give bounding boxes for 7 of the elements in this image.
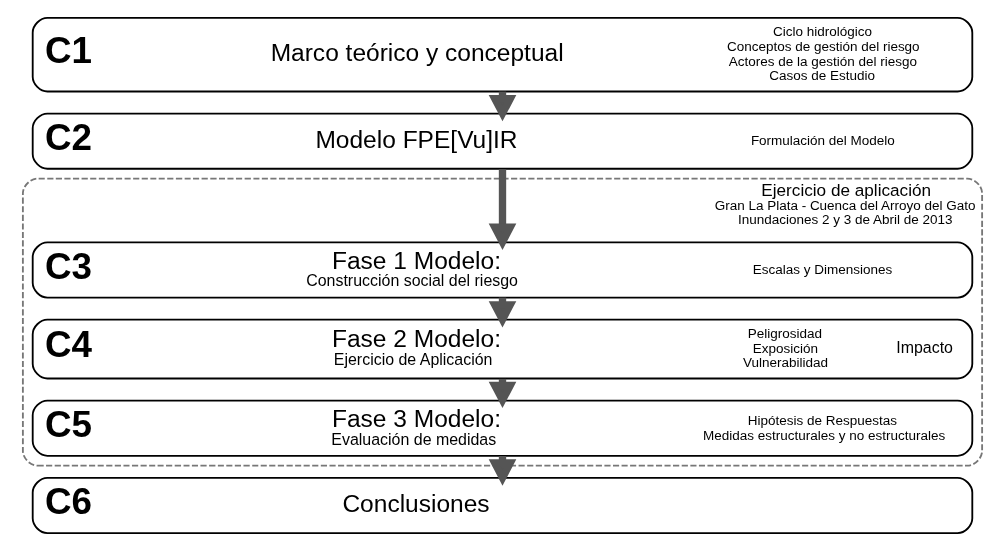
node-box: C3 Fase 1 Modelo: Construcción social del riesgo Escalas y Dimensiones (31, 240, 974, 298)
node-box: C5 Fase 3 Modelo: Evaluación de medidas Hipótesis de Respuestas Medidas estructurales y no estructurales (31, 399, 974, 457)
arrow (488, 168, 517, 250)
node-box: C1 Marco teórico y conceptual Ciclo hidrológico Conceptos de gestión del riesgo Actores de la gestión del riesgo Casos de Estudio (31, 16, 974, 92)
node-box: C2 Modelo FPE[Vu]IR Formulación del Modelo (31, 112, 974, 170)
node-box: C4 Fase 2 Modelo: Ejercicio de Aplicación Peligrosidad Exposición Vulnerabilidad Impacto (31, 318, 974, 379)
node-box: C6 Conclusiones (31, 476, 974, 534)
